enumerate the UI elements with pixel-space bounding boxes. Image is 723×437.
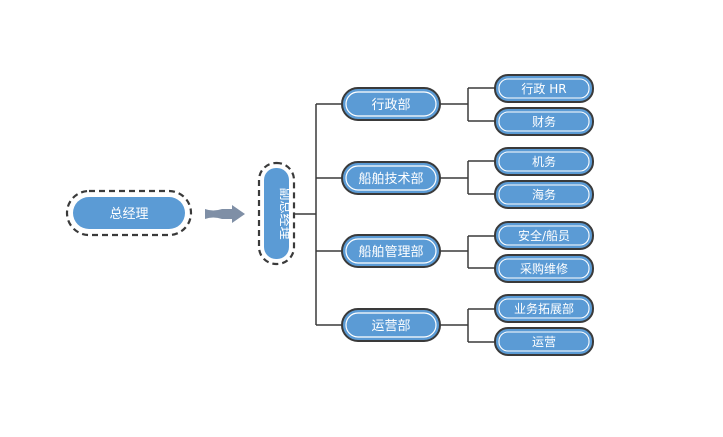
sub-label-3-1: 安全/船员 [518,228,570,243]
dept-node-2: 船舶技术部 [341,161,441,195]
deputy-node: 副总经理 [257,161,296,266]
sub-node-4-1: 业务拓展部 [494,294,594,323]
root-label: 总经理 [109,207,148,222]
sub-label-4-2: 运营 [532,335,556,349]
dept-label-2: 船舶技术部 [358,171,423,187]
dept-node-1: 行政部 [341,87,441,121]
sub-label-1-1: 行政 HR [521,82,566,96]
sub-node-4-2: 运营 [494,327,594,356]
dept-node-4: 运营部 [341,308,441,342]
sub-node-1-2: 财务 [494,107,594,136]
dept-label-1: 行政部 [371,98,410,113]
sub-label-1-2: 财务 [532,114,556,129]
sub-node-2-1: 机务 [494,147,594,176]
arrow-icon [205,205,245,223]
sub-label-4-1: 业务拓展部 [514,301,574,316]
dept-label-3: 船舶管理部 [358,244,423,260]
sub-label-2-2: 海务 [532,187,556,202]
sub-node-1-1: 行政 HR [494,74,594,103]
dept-label-4: 运营部 [371,319,410,334]
sub-label-2-1: 机务 [532,154,556,169]
sub-node-3-1: 安全/船员 [494,221,594,250]
sub-label-3-2: 采购维修 [520,261,568,276]
deputy-label: 副总经理 [277,187,292,239]
dept-node-3: 船舶管理部 [341,234,441,268]
sub-node-2-2: 海务 [494,180,594,209]
sub-node-3-2: 采购维修 [494,254,594,283]
root-node: 总经理 [65,189,193,237]
connectors [294,87,495,343]
